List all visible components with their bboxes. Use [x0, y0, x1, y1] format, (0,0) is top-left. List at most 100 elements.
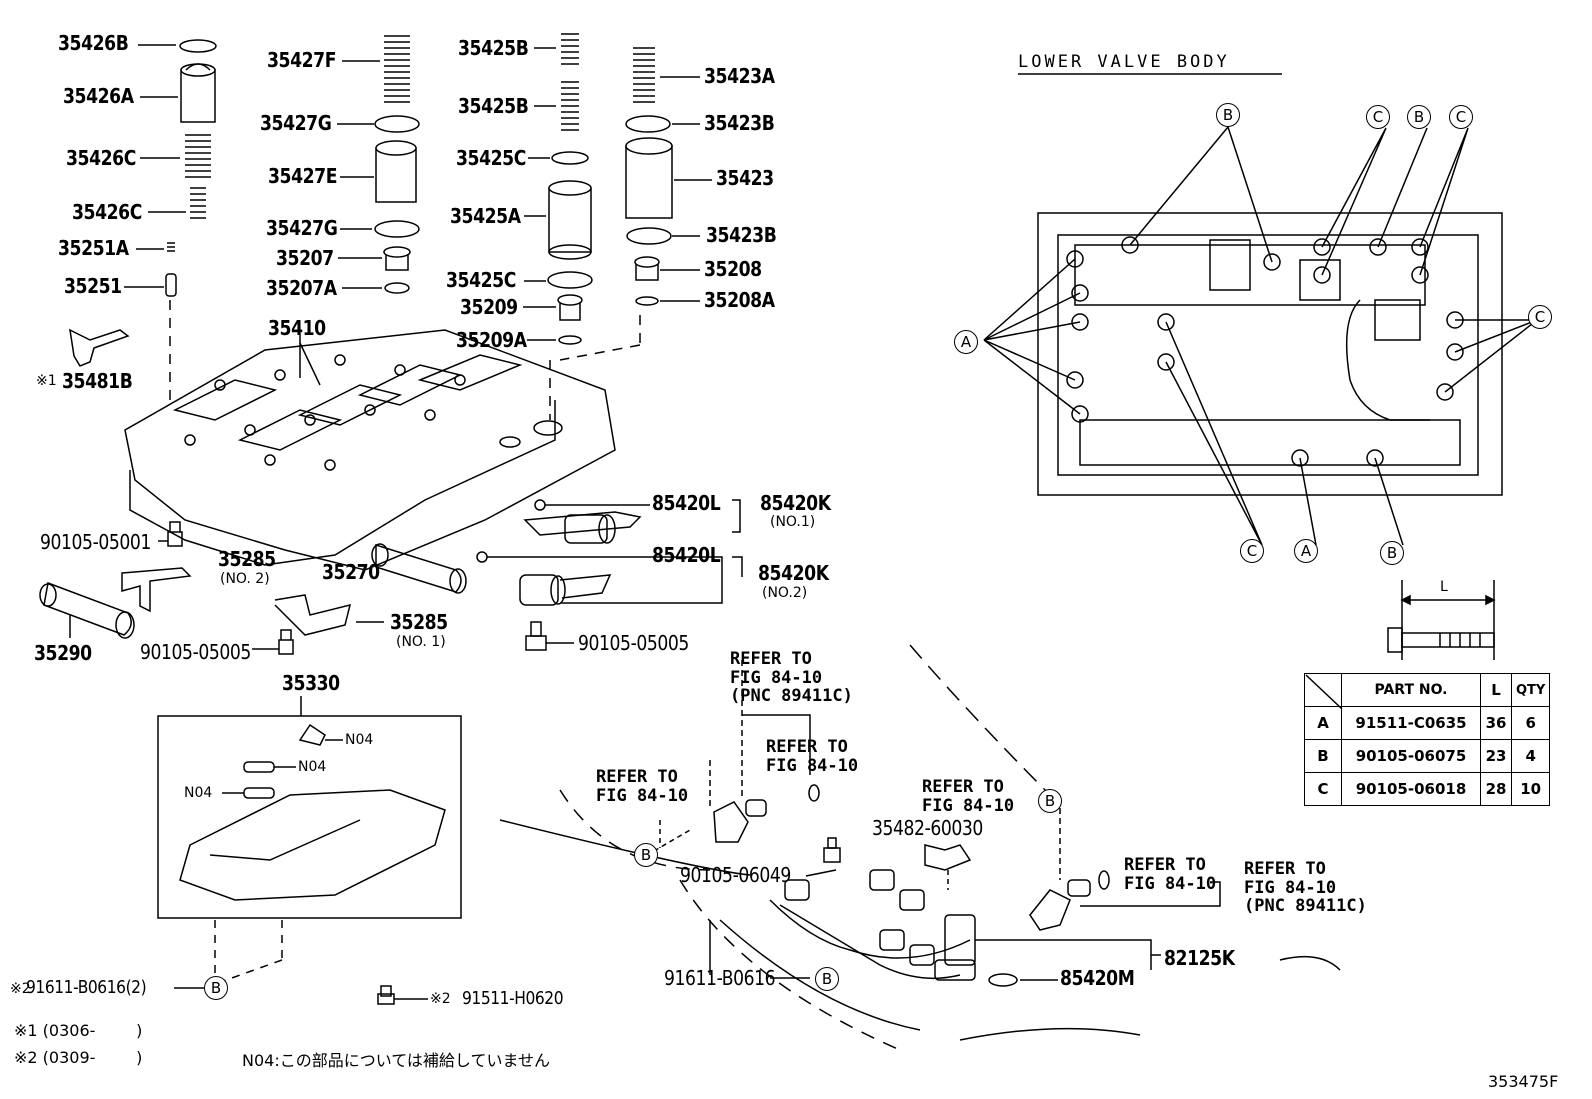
part-label: 35251 [64, 274, 122, 298]
refer-label: REFER TO FIG 84-10 [1124, 855, 1217, 894]
part-label: 35427G [260, 111, 332, 135]
part-label: 35285 [218, 547, 276, 571]
table-cell: 90105-06018 [1341, 772, 1481, 806]
part-label: 35423B [706, 223, 777, 247]
callout-b: B [1038, 789, 1062, 813]
wire-harness [499, 644, 1341, 1051]
footnote-n04: N04:この部品については補給していません [242, 1051, 550, 1070]
part-label: 35209A [456, 328, 527, 352]
table-cell: 90105-06075 [1341, 739, 1481, 773]
solenoid-area [39, 499, 743, 655]
n04-tag: N04 [345, 732, 374, 748]
part-label: 90105-05005 [140, 640, 251, 664]
part-label: 82125K [1164, 946, 1235, 970]
callout-b: B [1216, 103, 1240, 127]
part-label: 35423A [704, 64, 775, 88]
table-cell: 91511-C0635 [1341, 706, 1481, 740]
upper-valve-body [124, 329, 616, 571]
part-label: 35482-60030 [872, 816, 983, 840]
table-header: QTY [1510, 673, 1551, 707]
part-label: 35207A [266, 276, 337, 300]
part-label: 35425A [450, 204, 521, 228]
column-35423 [559, 47, 712, 361]
part-label: 35270 [322, 560, 380, 584]
refer-label: REFER TO FIG 84-10 (PNC 89411C) [730, 649, 853, 707]
table-cell: 4 [1510, 739, 1551, 773]
figure-id: 353475F [1488, 1072, 1559, 1091]
table-row: A 91511-C0635 36 6 [1304, 706, 1551, 740]
refer-label: REFER TO FIG 84-10 [766, 737, 859, 776]
part-label: 91611-B0616(2) [26, 977, 147, 998]
part-label: 90105-05001 [40, 530, 151, 554]
part-label: 35423B [704, 111, 775, 135]
part-label: 85420L [652, 543, 721, 567]
refer-label: REFER TO FIG 84-10 [922, 777, 1015, 816]
callout-a: A [954, 330, 978, 354]
part-label: 85420K [758, 561, 829, 585]
sub-label: (NO.2) [762, 585, 808, 601]
part-label: 35427G [266, 216, 338, 240]
part-label: 35208A [704, 288, 775, 312]
part-label: 35285 [390, 610, 448, 634]
footnote-1: ※1 (0306- ) [14, 1021, 143, 1040]
table-cell: B [1304, 739, 1342, 773]
table-header: PART NO. [1341, 673, 1481, 707]
sub-label: (NO. 2) [220, 571, 270, 587]
part-label: 35427E [268, 164, 338, 188]
part-label: 35425B [458, 36, 529, 60]
part-label: 85420M [1060, 966, 1135, 990]
note-mark-2: ※2 [10, 981, 31, 997]
part-label: 35207 [276, 246, 334, 270]
part-label: 85420K [760, 491, 831, 515]
part-label: 90105-06049 [680, 863, 791, 887]
callout-b: B [1407, 105, 1431, 129]
column-35426 [69, 39, 217, 400]
lower-valve-body-title: LOWER VALVE BODY [1018, 52, 1230, 72]
table-cell: 23 [1480, 739, 1512, 773]
column-35425 [523, 33, 593, 420]
table-header-row: PART NO. L QTY [1304, 673, 1551, 707]
refer-label: REFER TO FIG 84-10 [596, 767, 689, 806]
table-cell: 6 [1510, 706, 1551, 740]
sub-label: (NO.1) [770, 514, 816, 530]
part-label: 35425C [456, 146, 526, 170]
n04-tag: N04 [298, 759, 327, 775]
part-label: 35426C [66, 146, 136, 170]
refer-label: REFER TO FIG 84-10 (PNC 89411C) [1244, 859, 1367, 917]
part-label: 35425C [446, 268, 516, 292]
callout-b: B [1380, 541, 1404, 565]
part-label: 35426A [63, 84, 134, 108]
part-label: 35427F [267, 48, 337, 72]
bolt-table: PART NO. L QTY A 91511-C0635 36 6 B 9010… [1304, 673, 1551, 806]
callout-c: C [1240, 539, 1264, 563]
callout-a: A [1294, 539, 1318, 563]
part-label: 91611-B0616 [664, 966, 776, 990]
part-label: 35410 [268, 316, 326, 340]
part-label: 35426C [72, 200, 142, 224]
table-header: L [1480, 673, 1512, 707]
part-label: 35251A [58, 236, 129, 260]
footnote-2: ※2 (0309- ) [14, 1048, 143, 1067]
part-label: 35426B [58, 31, 129, 55]
table-cell: C [1304, 772, 1342, 806]
callout-b: B [204, 976, 228, 1000]
strainer-box [157, 696, 462, 1005]
part-label: 90105-05005 [578, 631, 689, 655]
n04-tag: N04 [184, 785, 213, 801]
table-corner-cell [1304, 673, 1342, 707]
table-cell: 28 [1480, 772, 1512, 806]
column-35427 [337, 35, 420, 294]
part-label: 35209 [460, 295, 518, 319]
table-cell: A [1304, 706, 1342, 740]
part-label: 91511-H0620 [462, 988, 564, 1009]
callout-c: C [1366, 105, 1390, 129]
callout-c: C [1449, 105, 1473, 129]
lower-valve-body-view [983, 73, 1538, 660]
table-row: C 90105-06018 28 10 [1304, 772, 1551, 806]
part-label: 35423 [716, 166, 774, 190]
table-row: B 90105-06075 23 4 [1304, 739, 1551, 773]
part-label: 35425B [458, 94, 529, 118]
part-label: 35290 [34, 641, 92, 665]
part-label: 35481B [62, 369, 133, 393]
